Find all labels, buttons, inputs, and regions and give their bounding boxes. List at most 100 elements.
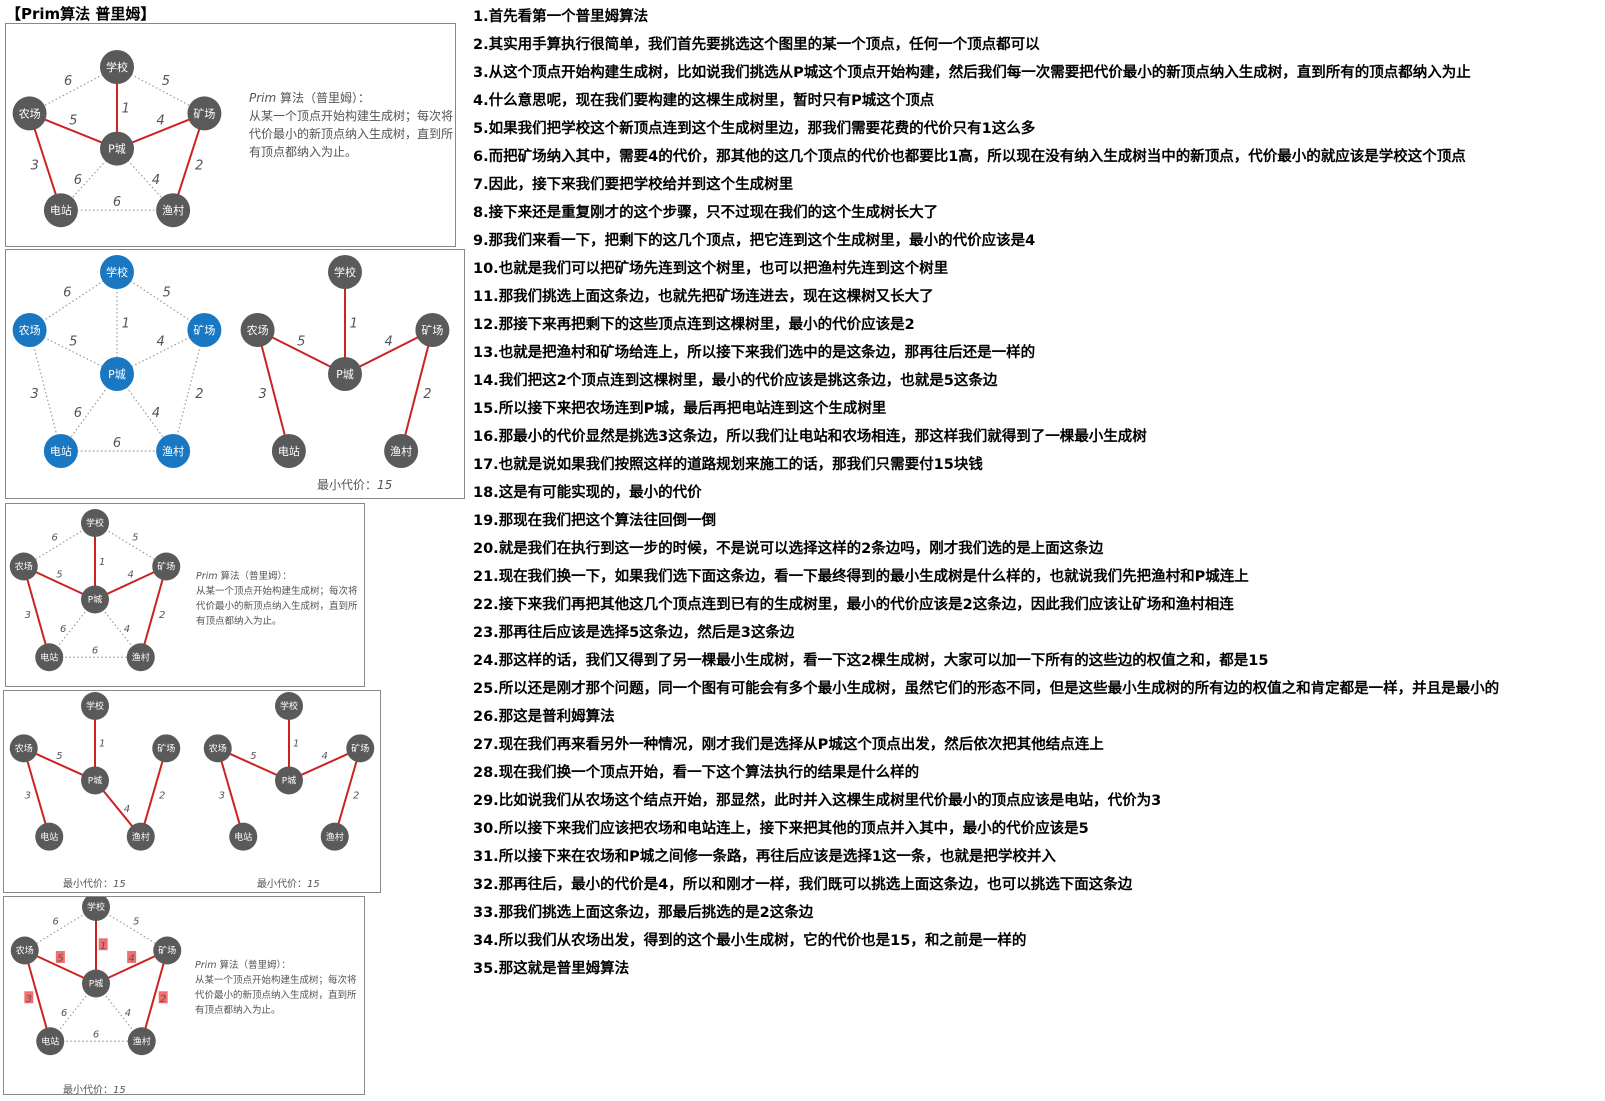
step-number: 32. [473,877,499,893]
edge-weight-label: 1 [99,739,105,750]
node-label: 学校 [334,265,356,279]
edge-weight-label: 1 [293,739,299,750]
step-number: 5. [473,121,489,137]
edge-weight-label: 5 [69,335,77,350]
step-number: 8. [473,205,489,221]
edge-kuangchang-yucun [333,748,362,837]
node-label: 电站 [40,831,58,843]
node-kuangchang [152,552,181,581]
step-text: 那我们挑选上面这条边，也就先把矿场连进去，现在这棵树又长大了 [498,289,934,305]
step-text: 所以接下来在农场和P城之间修一条路，再往后应该是选择1这一条，也就是把学校并入 [498,849,1056,865]
edge-weight-label: 5 [56,570,62,581]
node-xuexiao [328,255,362,289]
step-number: 12. [473,317,499,333]
edge-nongchang-dianzhan [29,329,62,452]
description-heading: 算法（普里姆）： [216,960,291,971]
step-number: 25. [473,681,499,697]
min-cost-label-right: 最小代价：15 [257,875,320,890]
node-nongchang [9,734,38,763]
node-label: 电站 [41,1035,59,1047]
step-number: 17. [473,457,499,473]
edge-weight-label: 4 [321,751,327,762]
step-text: 接下来还是重复刚才的这个步骤，只不过现在我们的这个生成树长大了 [488,205,939,221]
edge-weight-label: 1 [122,101,130,116]
edge-weight-label: 6 [93,1030,99,1041]
step-number: 16. [473,429,499,445]
description-italic: Prim [249,91,277,105]
node-nongchang [9,552,38,581]
edge-weight-label: 6 [61,1008,67,1019]
step-number: 10. [473,261,499,277]
edge-weight-label: 1 [350,317,358,332]
node-pcheng [328,357,362,391]
edge-nongchang-dianzhan [23,950,52,1042]
edge-weight-label: 4 [124,804,130,815]
step-number: 27. [473,737,499,753]
node-nongchang [203,734,232,763]
step-item: 30.所以接下来我们应该把农场和电站连上，接下来把其他的顶点并入其中，最小的代价… [473,815,1499,843]
edge-kuangchang-yucun [139,566,168,658]
step-item: 18.这是有可能实现的，最小的代价 [473,479,1499,507]
edge-weight-label: 4 [157,335,165,350]
step-number: 24. [473,653,499,669]
edge-weight-label: 3 [30,387,38,402]
node-label: 矿场 [158,945,176,957]
node-label: 矿场 [157,743,175,755]
step-text: 所以还是刚才那个问题，同一个图有可能会有多个最小生成树，虽然它们的形态不同，但是… [498,681,1500,697]
node-nongchang [12,313,47,347]
node-dianzhan [35,822,64,851]
step-text: 那这样的话，我们又得到了另一棵最小生成树，看一下这2棵生成树，大家可以加一下所有… [498,653,1269,669]
step-number: 33. [473,905,499,921]
step-text: 那我们来看一下，把剩下的这几个顶点，把它连到这个生成树里，最小的代价应该是4 [488,233,1036,249]
edge-weight-label: 5 [69,114,77,129]
node-label: 矿场 [157,561,175,573]
step-text: 现在我们再来看另外一种情况，刚才我们是选择从P城这个顶点出发，然后依次把其他结点… [498,737,1104,753]
weight-highlight-box [158,991,168,1004]
step-item: 19.那现在我们把这个算法往回倒一倒 [473,507,1499,535]
description-body: 从某一个顶点开始构建生成树；每次将代价最小的新顶点纳入生成树，直到所有顶点都纳入… [196,586,358,627]
step-number: 6. [473,149,489,165]
edge-weight-label: 1 [122,317,130,332]
node-yucun [126,643,155,672]
edge-weight-label: 6 [63,285,71,300]
node-nongchang [12,96,47,131]
step-item: 29.比如说我们从农场这个结点开始，那显然，此时并入这棵生成树里代价最小的顶点应… [473,787,1499,815]
step-item: 16.那最小的代价显然是挑选3这条边，所以我们让电站和农场相连，那这样我们就得到… [473,423,1499,451]
step-text: 从这个顶点开始构建生成树，比如说我们挑选从P城这个顶点开始构建，然后我们每一次需… [488,65,1471,81]
step-item: 34.所以我们从农场出发，得到的这个最小生成树，它的代价也是15，和之前是一样的 [473,927,1499,955]
edge-kuangchang-yucun [140,950,169,1042]
node-kuangchang [153,936,182,965]
step-number: 1. [473,9,489,25]
node-pcheng [275,766,303,795]
step-text: 我们把这2个顶点连到这棵树里，最小的代价应该是挑这条边，也就是5这条边 [498,373,998,389]
algorithm-description: Prim 算法（普里姆）： 从某一个顶点开始构建生成树；每次将代价最小的新顶点纳… [249,89,456,161]
node-pcheng [82,969,110,998]
step-item: 21.现在我们换一下，如果我们选下面这条边，看一下最终得到的最小生成树是什么样的… [473,563,1499,591]
step-item: 5.如果我们把学校这个新顶点连到这个生成树里边，那我们需要花费的代价只有1这么多 [473,115,1499,143]
step-item: 13.也就是把渔村和矿场给连上，所以接下来我们选中的是这条边，那再往后还是一样的 [473,339,1499,367]
edge-weight-label: 6 [74,406,82,421]
step-number: 3. [473,65,489,81]
node-label: 渔村 [132,831,150,843]
node-dianzhan [36,1027,65,1056]
node-xuexiao [275,692,303,720]
step-item: 26.那这是普利姆算法 [473,703,1499,731]
edge-weight-label: 4 [128,954,134,965]
description-body: 从某一个顶点开始构建生成树；每次将代价最小的新顶点纳入生成树，直到所有顶点都纳入… [249,109,454,159]
description-heading: 算法（普里姆）： [217,571,292,582]
step-number: 30. [473,821,499,837]
node-label: 矿场 [421,323,443,337]
step-item: 22.接下来我们再把其他这几个顶点连到已有的生成树里，最小的代价应该是2这条边，… [473,591,1499,619]
step-item: 4.什么意思呢，现在我们要构建的这棵生成树里，暂时只有P城这个顶点 [473,87,1499,115]
edge-weight-label: 2 [423,387,431,402]
node-yucun [156,434,191,468]
min-cost-label: 最小代价：15 [317,476,392,493]
node-nongchang [240,313,275,347]
step-text: 其实用手算执行很简单，我们首先要挑选这个图里的某一个顶点，任何一个顶点都可以 [488,37,1040,53]
step-number: 28. [473,765,499,781]
min-cost-label-left: 最小代价：15 [63,875,126,890]
node-label: 电站 [278,444,300,458]
